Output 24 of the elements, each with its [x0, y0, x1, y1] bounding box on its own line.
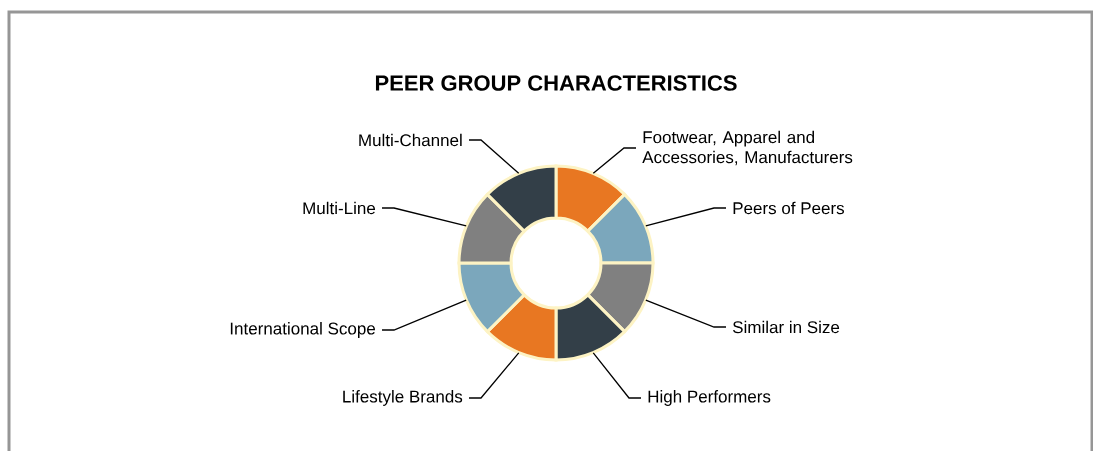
segment-label: Similar in Size	[732, 320, 840, 334]
donut-segment	[586, 192, 655, 265]
segment-label: Footwear, Apparel and Accessories, Manufacturers	[642, 130, 853, 166]
donut-segment	[485, 164, 558, 233]
leader-line	[381, 207, 467, 227]
segment-label: Peers of Peers	[733, 201, 844, 215]
chart-title: PEER GROUP CHARACTERISTICS	[375, 75, 737, 91]
leader-line	[592, 352, 642, 399]
donut-segment	[554, 293, 627, 362]
segment-label: Multi-Channel	[359, 133, 462, 147]
leader-line	[645, 207, 727, 227]
leader-line	[592, 147, 637, 174]
segment-label: Multi-Line	[303, 201, 376, 215]
segment-label: Lifestyle Brands	[343, 390, 463, 406]
donut-segment	[457, 192, 526, 265]
segment-label: International Scope	[230, 322, 375, 338]
donut-segment	[485, 293, 558, 362]
donut-segment	[586, 261, 655, 334]
leader-line	[381, 299, 467, 331]
leader-line	[645, 299, 727, 328]
donut-segment	[457, 261, 526, 334]
leader-line	[468, 352, 520, 399]
segment-label: High Performers	[648, 390, 771, 406]
leader-line	[468, 139, 520, 174]
